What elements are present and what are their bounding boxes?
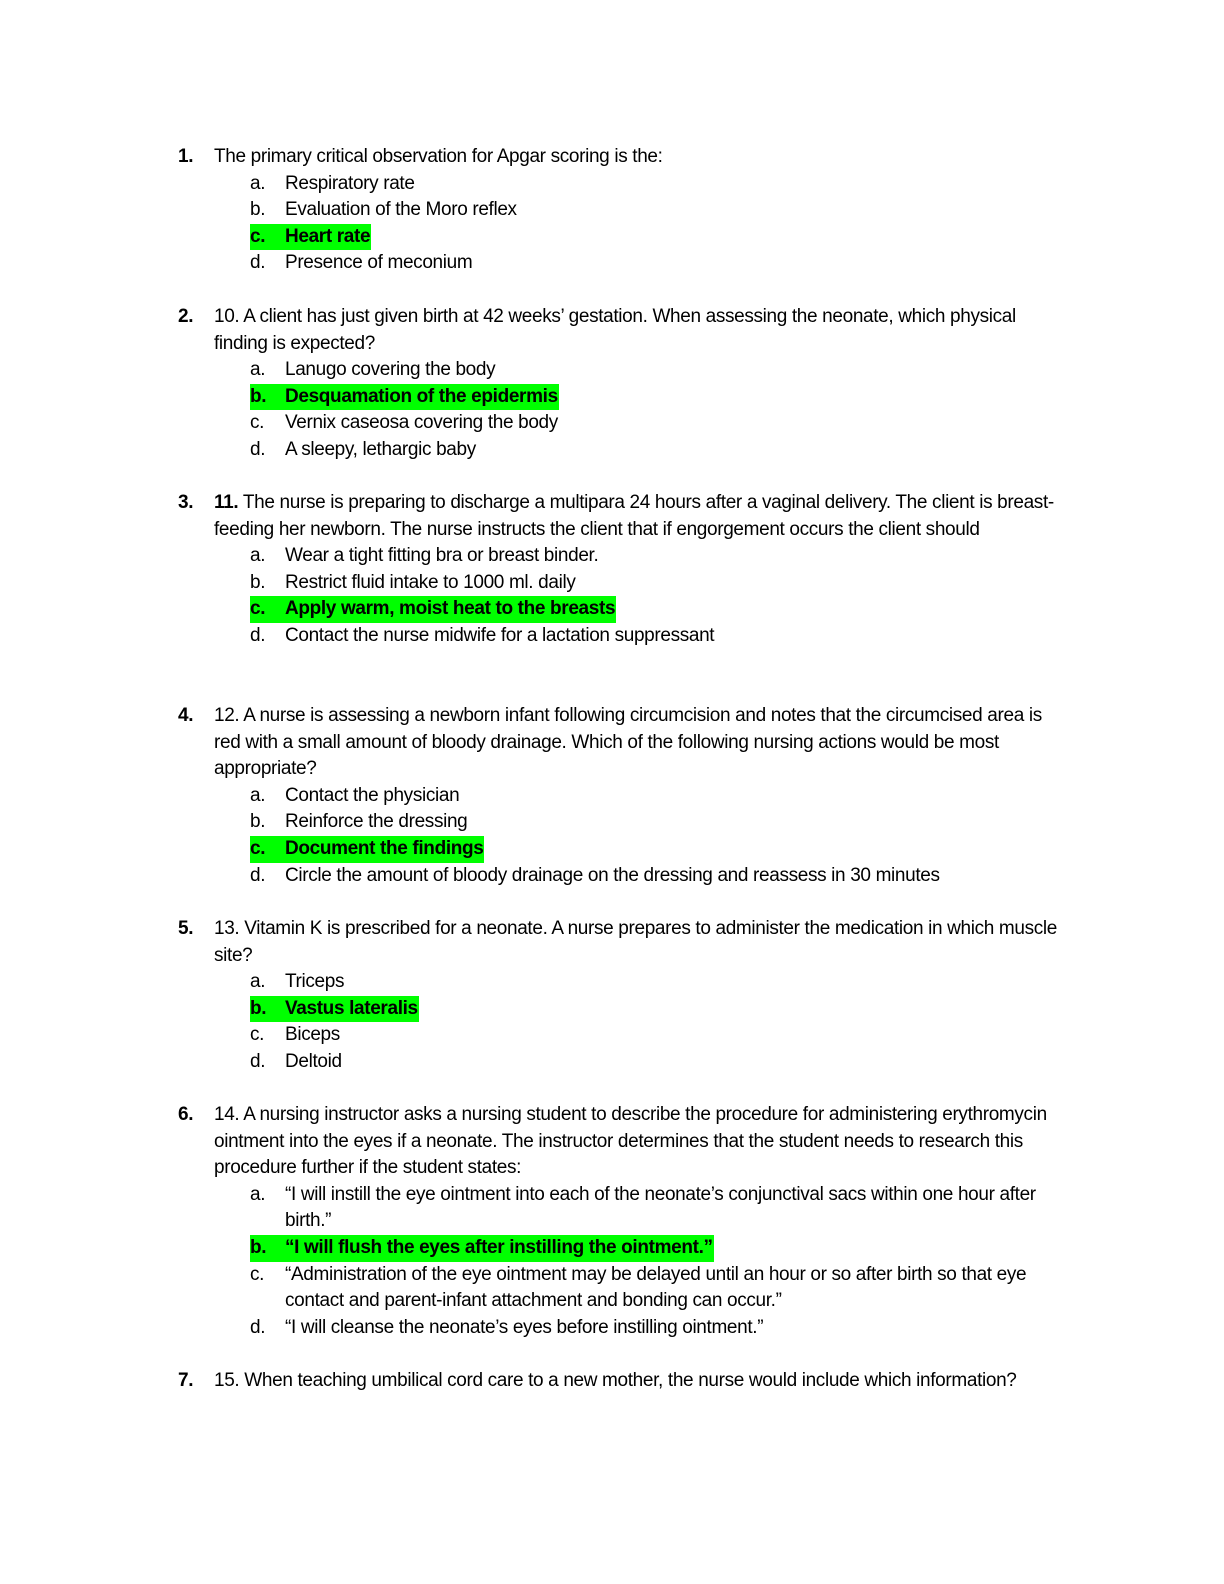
options-list: a.Lanugo covering the body b.Desquamatio… — [250, 357, 1078, 463]
option-b: b.Evaluation of the Moro reflex — [250, 199, 517, 221]
question-5: 5. 13. Vitamin K is prescribed for a neo… — [178, 916, 1078, 1076]
question-1: 1. The primary critical observation for … — [178, 144, 1078, 277]
original-question-number: 14. — [214, 1104, 240, 1125]
original-question-number: 12. — [214, 705, 240, 726]
options-list: a.Wear a tight fitting bra or breast bin… — [250, 543, 1078, 649]
options-list: a.“I will instill the eye ointment into … — [250, 1182, 1078, 1342]
question-text: The primary critical observation for Apg… — [214, 146, 663, 167]
option-b: b.Restrict fluid intake to 1000 ml. dail… — [250, 571, 576, 593]
question-text: 13. Vitamin K is prescribed for a neonat… — [214, 918, 1058, 966]
question-number: 6. — [178, 1104, 194, 1125]
question-2: 2. 10. A client has just given birth at … — [178, 304, 1078, 464]
option-a: a.Contact the physician — [250, 784, 460, 806]
options-list: a.Triceps b.Vastus lateralis c.Biceps d.… — [250, 969, 1078, 1075]
question-7: 7. 15. When teaching umbilical cord care… — [178, 1368, 1078, 1395]
option-b-correct-answer: b.“I will flush the eyes after instillin… — [250, 1234, 1078, 1262]
option-c-correct-answer: c.Heart rate — [250, 223, 1078, 251]
question-text: 14. A nursing instructor asks a nursing … — [214, 1104, 1047, 1179]
original-question-number: 10. — [214, 306, 240, 327]
option-d: d.A sleepy, lethargic baby — [250, 438, 476, 460]
option-b: b.Reinforce the dressing — [250, 811, 468, 833]
option-c: c.Vernix caseosa covering the body — [250, 412, 558, 434]
option-d: d.“I will cleanse the neonate’s eyes bef… — [250, 1316, 764, 1338]
original-question-number: 15. — [214, 1370, 240, 1391]
option-c-correct-answer: c.Apply warm, moist heat to the breasts — [250, 596, 1078, 623]
option-b-correct-answer: b.Desquamation of the epidermis — [250, 383, 1078, 411]
option-d: d.Presence of meconium — [250, 252, 473, 274]
option-d: d.Deltoid — [250, 1050, 342, 1072]
options-list: a.Contact the physician b.Reinforce the … — [250, 783, 1078, 889]
question-text: 12. A nurse is assessing a newborn infan… — [214, 705, 1042, 780]
question-number: 7. — [178, 1370, 194, 1391]
option-a: a.Lanugo covering the body — [250, 359, 496, 381]
question-3: 3. 11. The nurse is preparing to dischar… — [178, 490, 1078, 650]
option-b-correct-answer: b.Vastus lateralis — [250, 995, 1078, 1023]
original-question-number: 13. — [214, 918, 240, 939]
question-number: 1. — [178, 146, 194, 167]
question-text: 15. When teaching umbilical cord care to… — [214, 1370, 1017, 1391]
original-question-number: 11. — [214, 492, 239, 513]
question-6: 6. 14. A nursing instructor asks a nursi… — [178, 1102, 1078, 1341]
question-number: 5. — [178, 918, 194, 939]
question-number: 4. — [178, 705, 194, 726]
question-number: 2. — [178, 306, 194, 327]
options-list: a.Respiratory rate b.Evaluation of the M… — [250, 171, 1078, 277]
option-a: a.Respiratory rate — [250, 172, 415, 194]
option-a: a.Triceps — [250, 971, 345, 993]
question-text: 10. A client has just given birth at 42 … — [214, 306, 1016, 354]
option-a: a.Wear a tight fitting bra or breast bin… — [250, 545, 599, 567]
option-c: c.Biceps — [250, 1024, 340, 1046]
option-c-correct-answer: c.Document the findings — [250, 835, 1078, 863]
question-4: 4. 12. A nurse is assessing a newborn in… — [178, 703, 1078, 889]
option-c: c.“Administration of the eye ointment ma… — [250, 1263, 1027, 1312]
question-number: 3. — [178, 492, 194, 513]
option-d: d.Contact the nurse midwife for a lactat… — [250, 624, 715, 646]
option-a: a.“I will instill the eye ointment into … — [250, 1183, 1036, 1232]
question-text: 11. The nurse is preparing to discharge … — [214, 492, 1054, 540]
option-d: d.Circle the amount of bloody drainage o… — [250, 864, 940, 886]
